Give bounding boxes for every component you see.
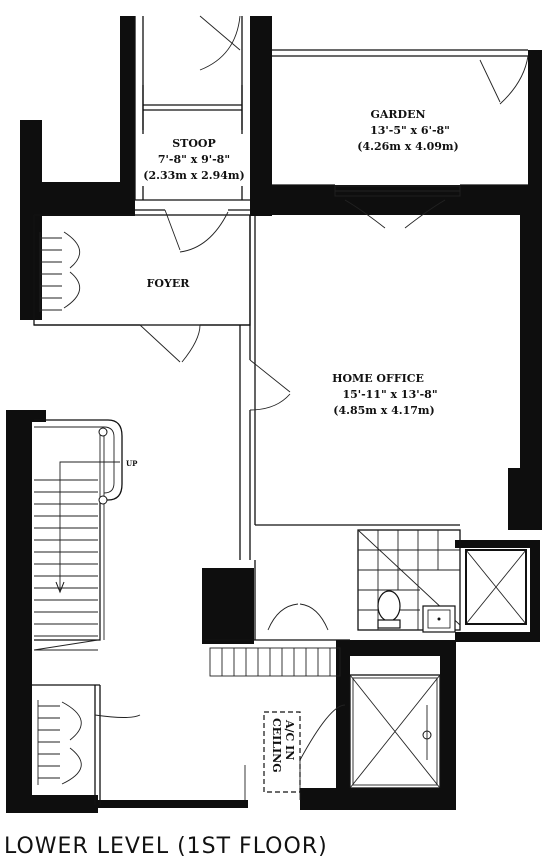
room-label-foyer: FOYER (147, 277, 191, 290)
closet-lower-left (37, 700, 82, 785)
ac-label-line1: A/C IN (283, 719, 296, 760)
garden-imperial: 13'-5" x 6'-8" (370, 124, 450, 137)
sink (422, 605, 456, 633)
doors (94, 15, 529, 800)
mechanical-room (349, 674, 441, 789)
room-label-garden: GARDEN 13'-5" x 6'-8" (4.26m x 4.09m) (357, 108, 459, 153)
interior-walls (32, 16, 528, 805)
ac-label-line2: CEILING (270, 718, 283, 773)
floor-level-title: LOWER LEVEL (1ST FLOOR) (4, 834, 328, 859)
stair-arrow (59, 461, 120, 590)
foyer-name: FOYER (147, 277, 191, 290)
stoop-metric: (2.33m x 2.94m) (143, 169, 245, 182)
stoop-imperial: 7'-8" x 9'-8" (158, 153, 230, 166)
ac-in-ceiling: A/C IN CEILING (263, 711, 301, 793)
stoop-name: STOOP (172, 137, 216, 150)
home-office-metric: (4.85m x 4.17m) (333, 404, 435, 417)
exterior-walls (6, 16, 542, 813)
stair-up-label: UP (126, 459, 138, 468)
room-label-home-office: HOME OFFICE 15'-11" x 13'-8" (4.85m x 4.… (332, 372, 437, 417)
closet-foyer (39, 231, 80, 312)
stair-treads (33, 479, 99, 651)
home-office-name: HOME OFFICE (332, 372, 424, 385)
room-label-stoop: STOOP 7'-8" x 9'-8" (2.33m x 2.94m) (138, 134, 250, 186)
home-office-imperial: 15'-11" x 13'-8" (342, 388, 437, 401)
garden-metric: (4.26m x 4.09m) (357, 140, 459, 153)
toilet (377, 590, 401, 629)
garden-name: GARDEN (370, 108, 425, 121)
closet-hall (209, 603, 341, 677)
shower (465, 549, 527, 625)
bathroom (357, 529, 527, 633)
staircase: UP (33, 419, 138, 651)
